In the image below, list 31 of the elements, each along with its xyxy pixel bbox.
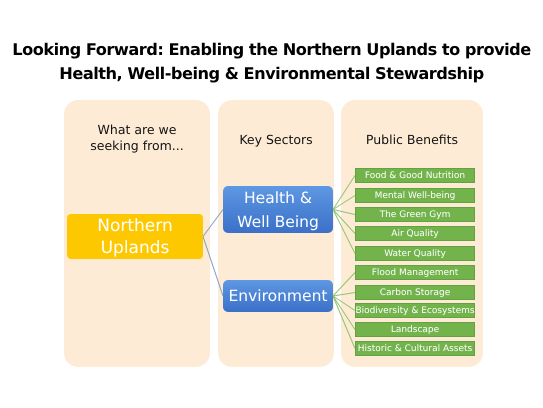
column-heading: Key Sectors	[238, 132, 314, 148]
connector-line	[332, 272, 356, 296]
connector-line	[332, 209, 356, 234]
connector-line	[332, 195, 356, 210]
benefit-box: Biodiversity & Ecosystems	[355, 303, 475, 318]
connector-line	[332, 296, 356, 311]
column-heading: What are we seeking from...	[89, 122, 185, 154]
benefit-box: Air Quality	[355, 226, 475, 241]
benefit-box: Flood Management	[355, 265, 475, 280]
connector-line	[332, 296, 356, 330]
connector-line	[332, 175, 356, 210]
benefit-box: Historic & Cultural Assets	[355, 341, 475, 356]
benefit-box: The Green Gym	[355, 207, 475, 222]
benefit-box: Landscape	[355, 322, 475, 337]
connector-line	[202, 236, 224, 296]
column-panel	[64, 100, 210, 367]
sector-box: Health & Well Being	[223, 186, 333, 233]
source-box: Northern Uplands	[67, 214, 203, 259]
benefit-box: Carbon Storage	[355, 285, 475, 300]
column-panel	[341, 100, 483, 367]
column-heading: Public Benefits	[364, 132, 460, 148]
connector-line	[202, 209, 224, 237]
connector-line	[332, 209, 356, 254]
column-panel	[218, 100, 334, 367]
benefit-box: Food & Good Nutrition	[355, 168, 475, 183]
title: Looking Forward: Enabling the Northern Uplands to provide Health, Well-being & Environmental Stewardship	[11, 39, 532, 85]
connector-line	[332, 209, 356, 215]
benefit-box: Water Quality	[355, 246, 475, 261]
benefit-box: Mental Well-being	[355, 188, 475, 203]
sector-box: Environment	[223, 280, 333, 312]
connector-line	[332, 292, 356, 296]
